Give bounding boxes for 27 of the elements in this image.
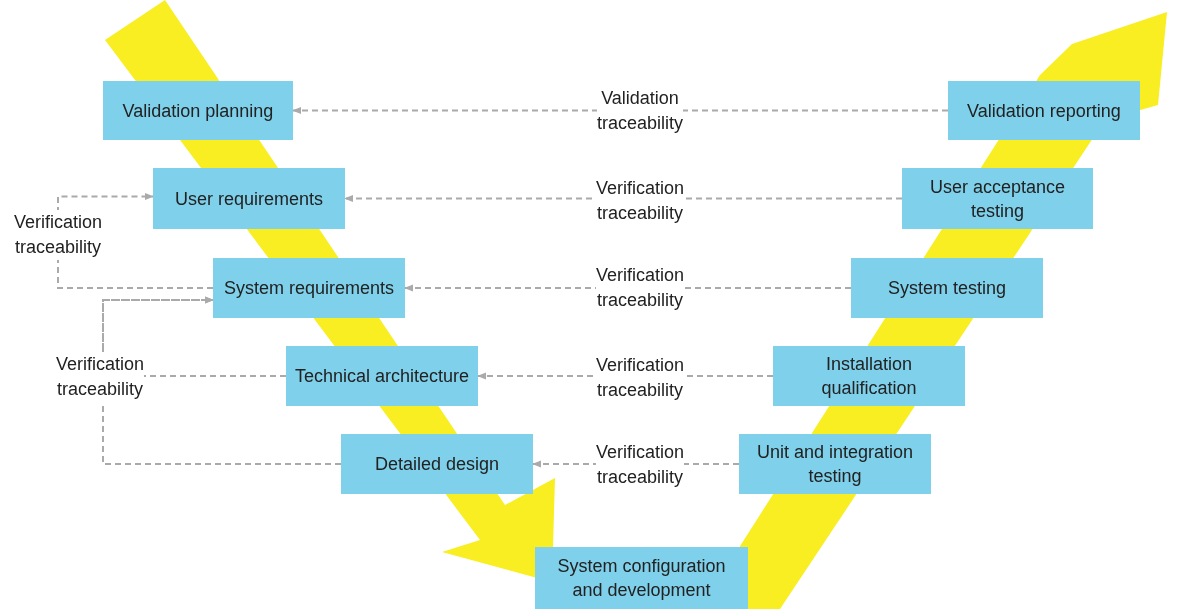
process-box xyxy=(948,81,1140,140)
box-label: Validation reporting xyxy=(967,99,1121,123)
process-box xyxy=(902,168,1093,229)
process-box xyxy=(851,258,1043,318)
box-label: System configuration and development xyxy=(556,555,727,602)
process-box xyxy=(103,81,293,140)
process-box xyxy=(286,346,478,406)
process-box xyxy=(213,258,405,318)
dashed-arrow xyxy=(57,192,214,289)
process-box xyxy=(773,346,965,406)
process-box xyxy=(153,168,345,229)
box-label: Technical architecture xyxy=(294,365,470,388)
process-box xyxy=(739,434,931,494)
dashed-arrow xyxy=(292,106,949,115)
box-label: User requirements xyxy=(174,187,324,211)
box-label: System testing xyxy=(887,277,1006,300)
dashed-arrow xyxy=(102,296,342,465)
box-label: Unit and integration testing xyxy=(755,441,915,488)
box-label: System requirements xyxy=(223,277,395,300)
box-label: Installation qualification xyxy=(820,353,918,400)
process-box xyxy=(535,547,748,609)
process-box xyxy=(341,434,533,494)
box-label: Detailed design xyxy=(374,453,500,476)
box-label: User acceptance testing xyxy=(928,175,1067,223)
edge-label: Verification traceability xyxy=(55,352,145,402)
box-label: Validation planning xyxy=(122,99,274,123)
edge-label: Verification traceability xyxy=(13,210,103,260)
